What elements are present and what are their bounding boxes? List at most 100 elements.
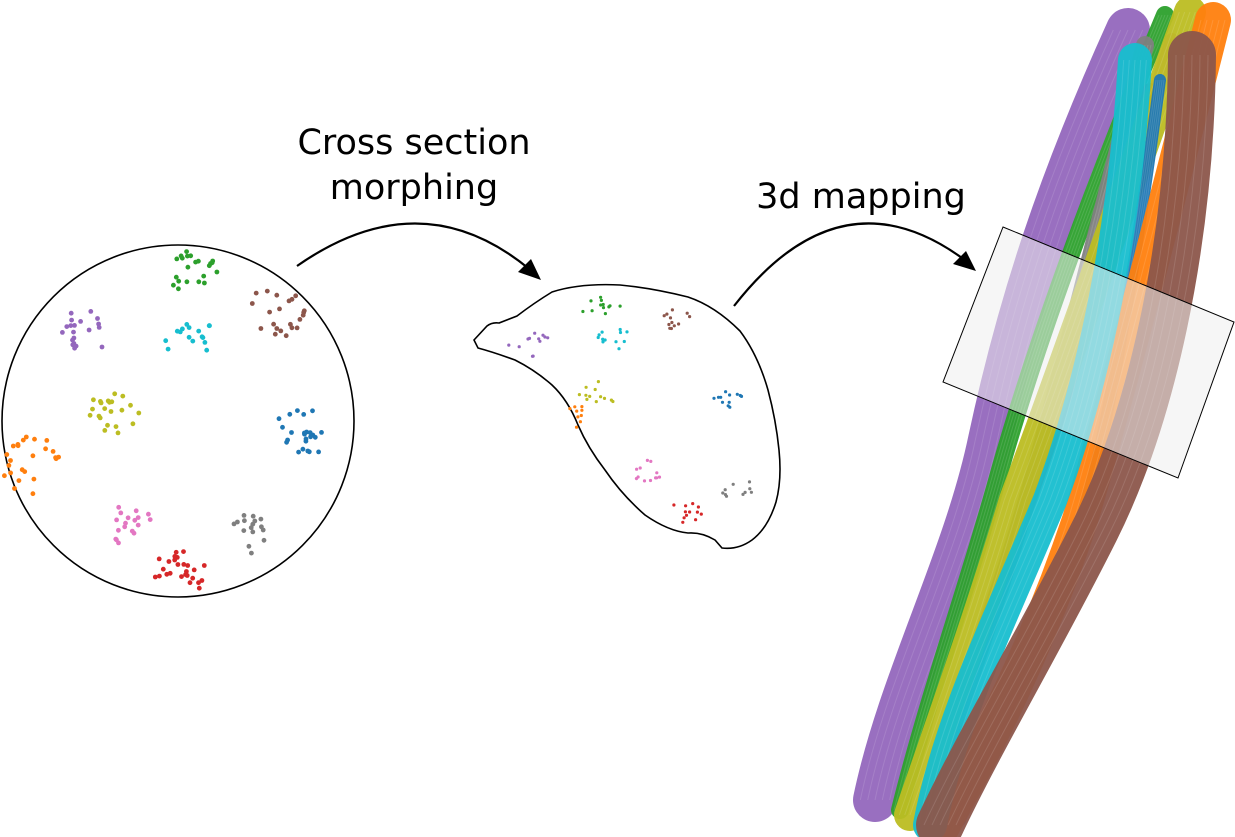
olive-fiber-dot: [105, 422, 110, 428]
pink-fiber-dot: [114, 517, 119, 523]
orange-fiber-dot: [2, 473, 7, 479]
purple-fiber-dot: [527, 336, 532, 340]
olive-fiber-dot: [128, 402, 133, 408]
red-fiber-dot: [684, 513, 689, 517]
pink-fiber-dot: [118, 510, 124, 516]
pink-fiber-dot: [123, 520, 128, 526]
blue-fiber-dot: [728, 393, 732, 397]
cyan-fiber-dot: [618, 327, 622, 332]
brown-fiber-dot: [301, 308, 307, 314]
purple-fiber-dot: [69, 317, 74, 323]
morphed-outline: [473, 283, 781, 550]
red-fiber-dot: [672, 503, 676, 507]
orange-fiber-dot: [574, 425, 579, 429]
olive-fiber-dot: [112, 391, 118, 397]
blue-fiber-dot: [307, 430, 313, 436]
cyan-fiber-dot: [601, 340, 605, 344]
blue-fiber-dot: [276, 416, 282, 422]
red-fiber-dot: [201, 563, 207, 568]
mapping-step: 3d mapping: [733, 177, 976, 307]
olive-fiber-dot: [119, 407, 125, 413]
cyan-fiber-dot: [617, 347, 621, 351]
green-fiber-dot: [184, 279, 190, 285]
green-fiber-dot: [179, 255, 185, 261]
pink-fiber-dot: [122, 524, 128, 530]
olive-fiber-dot: [594, 400, 598, 404]
blue-fiber-dot: [303, 436, 309, 442]
pink-fiber-dot: [634, 477, 639, 481]
brown-fiber-dot: [670, 308, 675, 312]
circle-fiber-dots: [2, 249, 324, 591]
purple-fiber-dot: [71, 329, 76, 335]
brown-fiber-dot: [271, 321, 276, 327]
brown-fiber-dot: [272, 331, 278, 337]
green-fiber-dot: [185, 264, 191, 270]
purple-fiber-dot: [507, 343, 511, 347]
green-fiber-dot: [184, 249, 190, 255]
olive-fiber-dot: [599, 395, 603, 399]
pink-fiber-dot: [116, 504, 122, 510]
brown-fiber-dot: [300, 312, 306, 318]
cyan-fiber-dot: [597, 333, 601, 337]
blue-fiber-dot: [285, 437, 290, 443]
cyan-fiber-dot: [596, 335, 600, 340]
pink-fiber-dot: [135, 522, 141, 528]
olive-fiber-dot: [98, 400, 104, 406]
circle-outline: [1, 244, 355, 598]
orange-fiber-dot: [22, 469, 28, 474]
pink-fiber-dot: [146, 511, 151, 517]
olive-fiber-dot: [596, 380, 601, 384]
gray-fiber-dot: [724, 494, 729, 498]
olive-fiber-dot: [108, 409, 114, 414]
blue-fiber-dot: [724, 390, 728, 394]
orange-fiber-dot: [32, 436, 37, 442]
red-fiber-dot: [190, 575, 196, 581]
green-fiber-dot: [210, 258, 216, 264]
pink-fiber-dot: [132, 517, 138, 523]
cyan-fiber-dot: [184, 322, 190, 327]
red-fiber-dot: [167, 570, 173, 576]
orange-fiber-dot: [580, 405, 584, 409]
green-fiber-dot: [599, 295, 603, 299]
orange-fiber-dot: [8, 470, 14, 476]
gray-fiber-dot: [250, 513, 256, 519]
brown-fiber-dot: [662, 314, 666, 318]
brown-fiber-dot: [274, 326, 280, 331]
olive-fiber-dot: [584, 393, 588, 397]
blue-fiber-dot: [280, 424, 285, 430]
red-fiber-dot: [691, 502, 695, 506]
orange-fiber-dot: [8, 458, 13, 463]
green-fiber-dot: [206, 263, 212, 269]
gray-fiber-dot: [258, 516, 264, 522]
brown-fiber-dot: [274, 292, 280, 298]
gray-fiber-dot: [259, 524, 264, 530]
blue-fiber-dot: [310, 408, 315, 414]
gray-fiber-dot: [250, 529, 256, 535]
pink-fiber-dot: [114, 537, 119, 543]
orange-fiber-dot: [4, 452, 10, 457]
purple-fiber-dot: [68, 323, 74, 328]
blue-fiber-dot: [305, 448, 311, 454]
pink-fiber-dot: [657, 475, 662, 479]
brown-fiber-dot: [253, 290, 259, 296]
brown-fiber-dot: [668, 316, 673, 320]
brown-fiber-dot: [665, 312, 669, 316]
orange-fiber-dot: [12, 486, 17, 491]
orange-fiber-dot: [575, 409, 579, 413]
green-fiber-dot: [176, 278, 182, 284]
purple-fiber-dot: [78, 319, 83, 324]
cyan-fiber-dot: [625, 330, 629, 334]
blue-fiber-dot: [289, 430, 294, 435]
cyan-fiber-dot: [207, 323, 212, 329]
olive-fiber-dot: [584, 385, 588, 389]
mapping-arrow-head: [953, 251, 976, 271]
brown-fiber-dot: [283, 333, 289, 339]
blue-fiber-dot: [726, 404, 730, 408]
muscle-3d-bundles: [853, 0, 1231, 837]
orange-fiber-dot: [31, 476, 37, 482]
orange-fiber-dot: [580, 408, 584, 412]
olive-fiber-dot: [90, 406, 95, 412]
green-fiber-dot: [601, 302, 605, 307]
green-fiber-dot: [581, 309, 585, 314]
